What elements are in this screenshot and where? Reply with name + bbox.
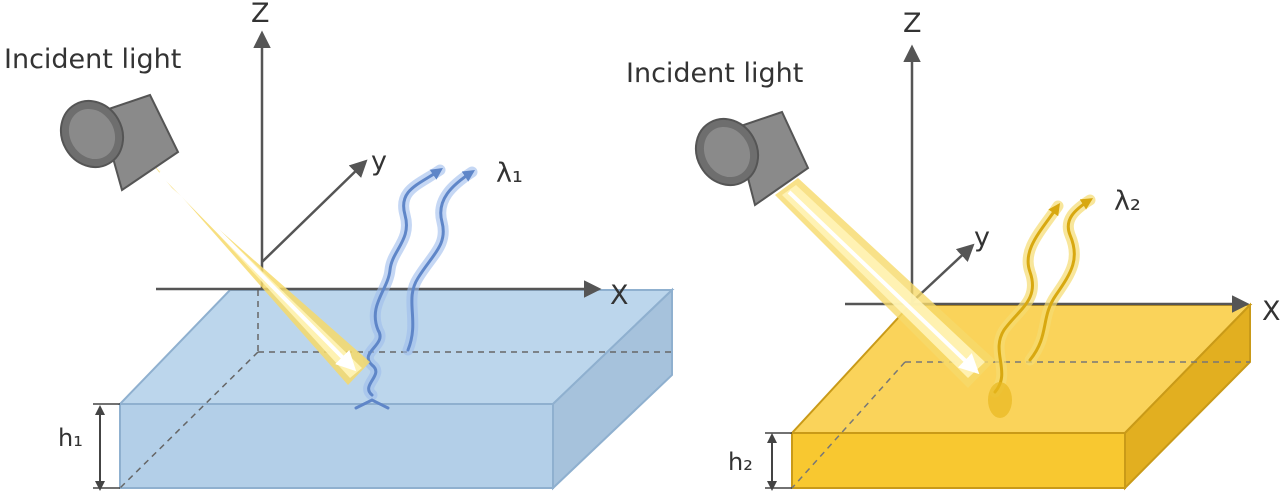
x-axis-label: X <box>1262 296 1281 327</box>
slab-front-face <box>119 403 554 489</box>
slab-side-face <box>552 287 673 491</box>
z-axis-label: Z <box>903 8 922 39</box>
wavelength-label: λ₁ <box>496 158 523 189</box>
panel-right: Z y X λ₂ Incident light h₂ <box>626 8 1281 491</box>
y-axis <box>261 159 368 263</box>
incident-light-label: Incident light <box>626 58 803 89</box>
panel-left: Z y X λ₁ Incident light h₁ <box>4 0 675 491</box>
incident-beam <box>145 155 370 385</box>
incident-beam <box>775 178 995 388</box>
emitted-light-waves <box>354 164 478 410</box>
lamp-icon <box>59 93 180 192</box>
wavelength-label: λ₂ <box>1114 186 1141 217</box>
incident-light-label: Incident light <box>4 44 181 75</box>
thin-film-slab-yellow <box>789 302 1253 491</box>
z-axis-label: Z <box>251 0 270 29</box>
thickness-label: h₂ <box>728 448 753 476</box>
thickness-label: h₁ <box>58 424 83 452</box>
emitted-light-waves <box>988 194 1096 418</box>
y-axis-label: y <box>371 146 387 177</box>
thin-film-slab-blue <box>117 287 675 491</box>
slab-front-face <box>791 432 1126 489</box>
y-axis-label: y <box>974 222 990 253</box>
x-axis-label: X <box>610 280 629 311</box>
lamp-icon <box>694 110 810 207</box>
